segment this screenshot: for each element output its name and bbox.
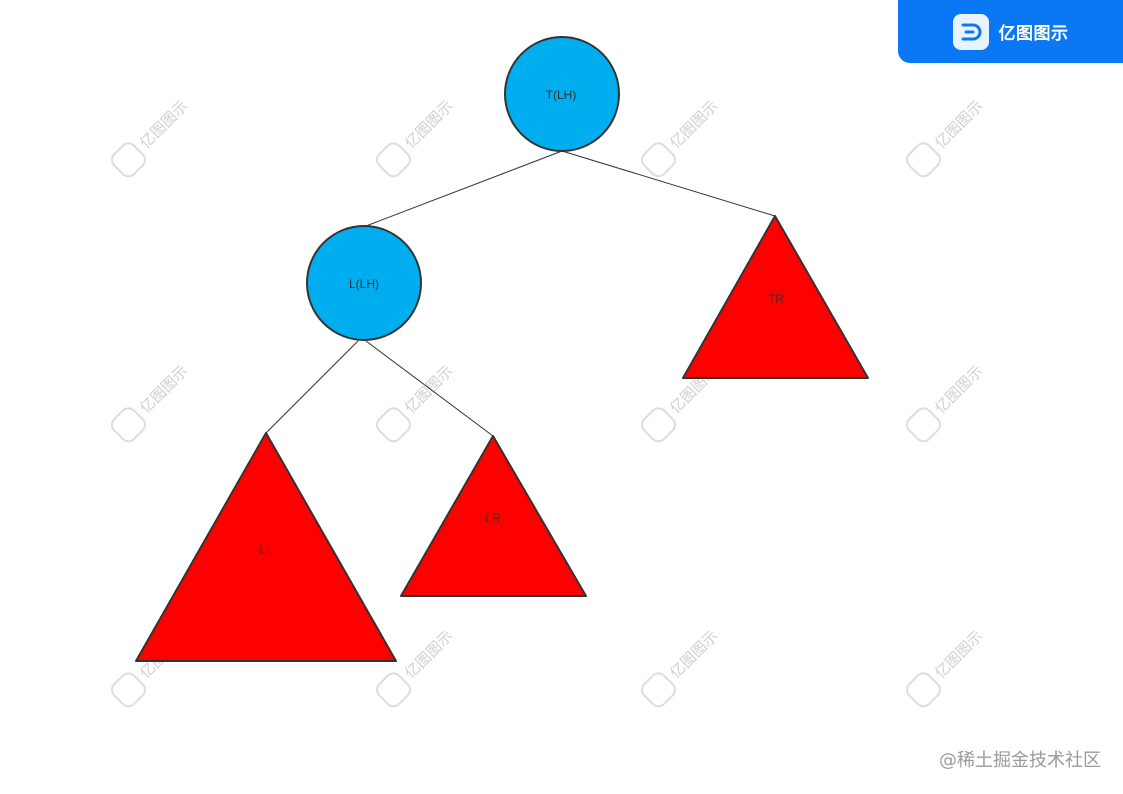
- edge-l-lr: [365, 340, 494, 437]
- watermark-mark: 亿图图示: [906, 362, 986, 443]
- node-l[interactable]: L(LH): [306, 225, 422, 341]
- watermark-text: 亿图图示: [136, 97, 191, 152]
- watermark-mark: 亿图图示: [111, 97, 191, 178]
- brand-logo-icon: [952, 13, 989, 50]
- node-tr[interactable]: TR: [682, 215, 869, 379]
- watermark-mark: 亿图图示: [641, 627, 721, 708]
- watermark-text: 亿图图示: [401, 362, 456, 417]
- watermark-mark: 亿图图示: [906, 627, 986, 708]
- watermark-mark: 亿图图示: [906, 97, 986, 178]
- node-l-label: L(LH): [349, 277, 379, 291]
- edge-layer: [265, 150, 776, 437]
- watermark-text: 亿图图示: [931, 97, 986, 152]
- node-lr-triangle: [400, 435, 587, 597]
- node-ll[interactable]: LL: [135, 432, 397, 662]
- watermark-mark: 亿图图示: [111, 362, 191, 443]
- node-ll-label: LL: [259, 543, 273, 557]
- watermark-text: 亿图图示: [666, 627, 721, 682]
- watermark-text: 亿图图示: [931, 627, 986, 682]
- watermark-text: 亿图图示: [401, 627, 456, 682]
- watermark-text: 亿图图示: [401, 97, 456, 152]
- brand-badge[interactable]: 亿图图示: [898, 0, 1123, 63]
- node-t-label: T(LH): [546, 88, 577, 102]
- watermark-mark: 亿图图示: [641, 97, 721, 178]
- node-tr-label: TR: [768, 292, 784, 306]
- edge-t-l: [365, 150, 563, 227]
- node-tr-triangle: [682, 215, 869, 379]
- watermark-mark: 亿图图示: [376, 97, 456, 178]
- credit-text: @稀土掘金技术社区: [939, 750, 1101, 771]
- watermark-text: 亿图图示: [931, 362, 986, 417]
- edge-l-ll: [265, 340, 359, 434]
- node-l-circle: [306, 225, 422, 341]
- edge-t-tr: [561, 150, 776, 217]
- watermark-mark: 亿图图示: [376, 627, 456, 708]
- node-t[interactable]: T(LH): [504, 36, 620, 152]
- node-ll-triangle: [135, 432, 397, 662]
- watermark-text: 亿图图示: [136, 362, 191, 417]
- brand-name: 亿图图示: [998, 24, 1069, 44]
- node-lr-label: LR: [485, 511, 501, 525]
- node-lr[interactable]: LR: [400, 435, 587, 597]
- node-t-circle: [504, 36, 620, 152]
- watermark-text: 亿图图示: [666, 97, 721, 152]
